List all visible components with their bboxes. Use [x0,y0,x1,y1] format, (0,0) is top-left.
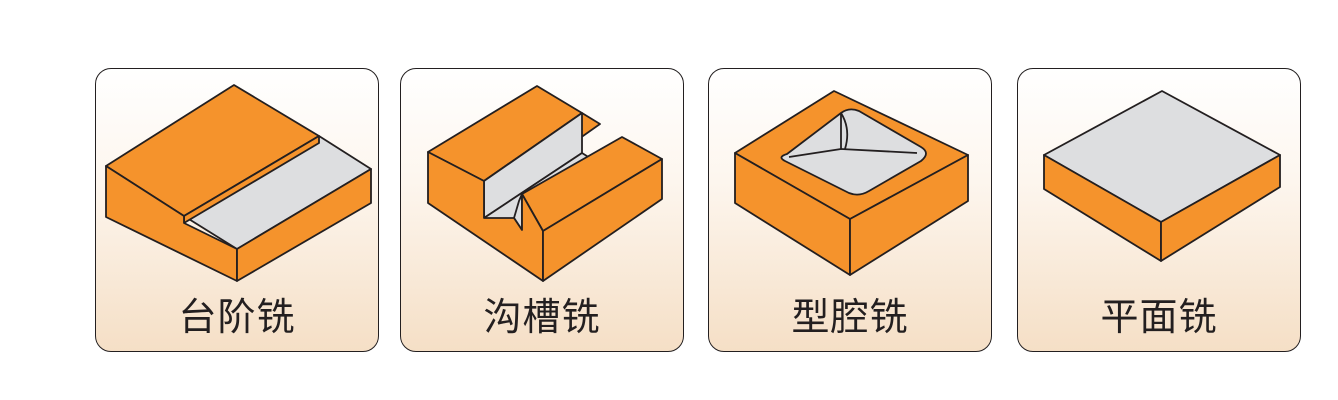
card-step-milling: 台阶铣 [95,68,379,352]
card-label: 台阶铣 [178,295,296,339]
slot-milling-illustration [427,85,663,282]
card-face-milling: 平面铣 [1017,68,1301,352]
step-milling-illustration [105,84,372,282]
card-label: 沟槽铣 [483,295,601,339]
card-slot-milling: 沟槽铣 [400,68,684,352]
card-label: 型腔铣 [791,295,909,339]
pocket-milling-illustration [734,90,969,276]
card-pocket-milling: 型腔铣 [708,68,992,352]
card-label: 平面铣 [1100,295,1218,339]
face-milling-illustration [1043,90,1281,262]
